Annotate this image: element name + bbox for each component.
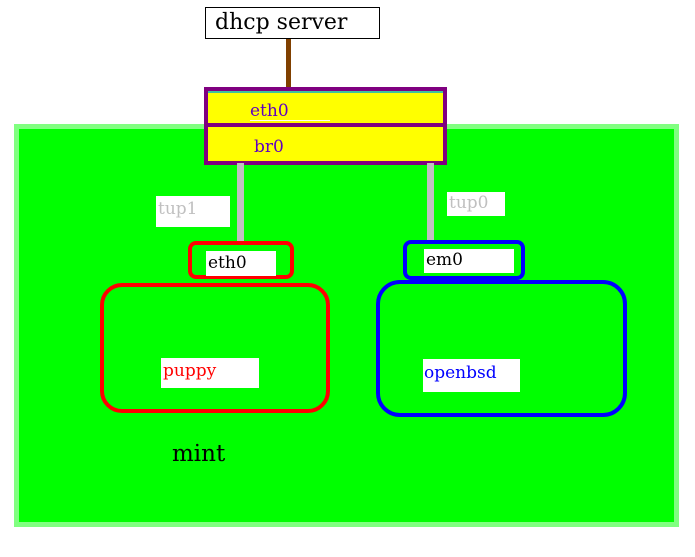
bridge-eth0-underline <box>250 120 330 121</box>
link-tup1 <box>237 163 244 245</box>
bridge-top-accent <box>208 91 443 93</box>
dhcp-server-label: dhcp server <box>215 10 348 35</box>
openbsd-iface-box <box>403 240 525 280</box>
uplink-line <box>286 38 291 90</box>
openbsd-vm-box <box>376 280 627 417</box>
puppy-vm-box <box>100 283 330 413</box>
puppy-name-label: puppy <box>163 361 217 381</box>
puppy-name-box: puppy <box>161 358 259 388</box>
puppy-iface-label: eth0 <box>208 253 247 273</box>
link-tup0 <box>427 163 434 241</box>
bridge-br0-label: br0 <box>254 137 284 157</box>
puppy-iface-label-box: eth0 <box>206 251 276 276</box>
dhcp-server-box: dhcp server <box>205 7 380 39</box>
tup0-label-box: tup0 <box>447 192 505 216</box>
openbsd-iface-label-box: em0 <box>424 249 514 273</box>
bridge-divider <box>208 123 443 127</box>
puppy-iface-box <box>188 241 294 279</box>
openbsd-name-box: openbsd <box>423 359 520 392</box>
bridge-box: eth0 br0 <box>204 87 447 165</box>
bridge-eth0-label: eth0 <box>250 101 289 121</box>
tup0-label: tup0 <box>449 193 489 213</box>
openbsd-name-label: openbsd <box>424 363 497 383</box>
openbsd-iface-label: em0 <box>426 250 463 270</box>
host-mint-label: mint <box>172 441 226 467</box>
tup1-label: tup1 <box>158 199 198 219</box>
tup1-label-box: tup1 <box>156 196 230 227</box>
